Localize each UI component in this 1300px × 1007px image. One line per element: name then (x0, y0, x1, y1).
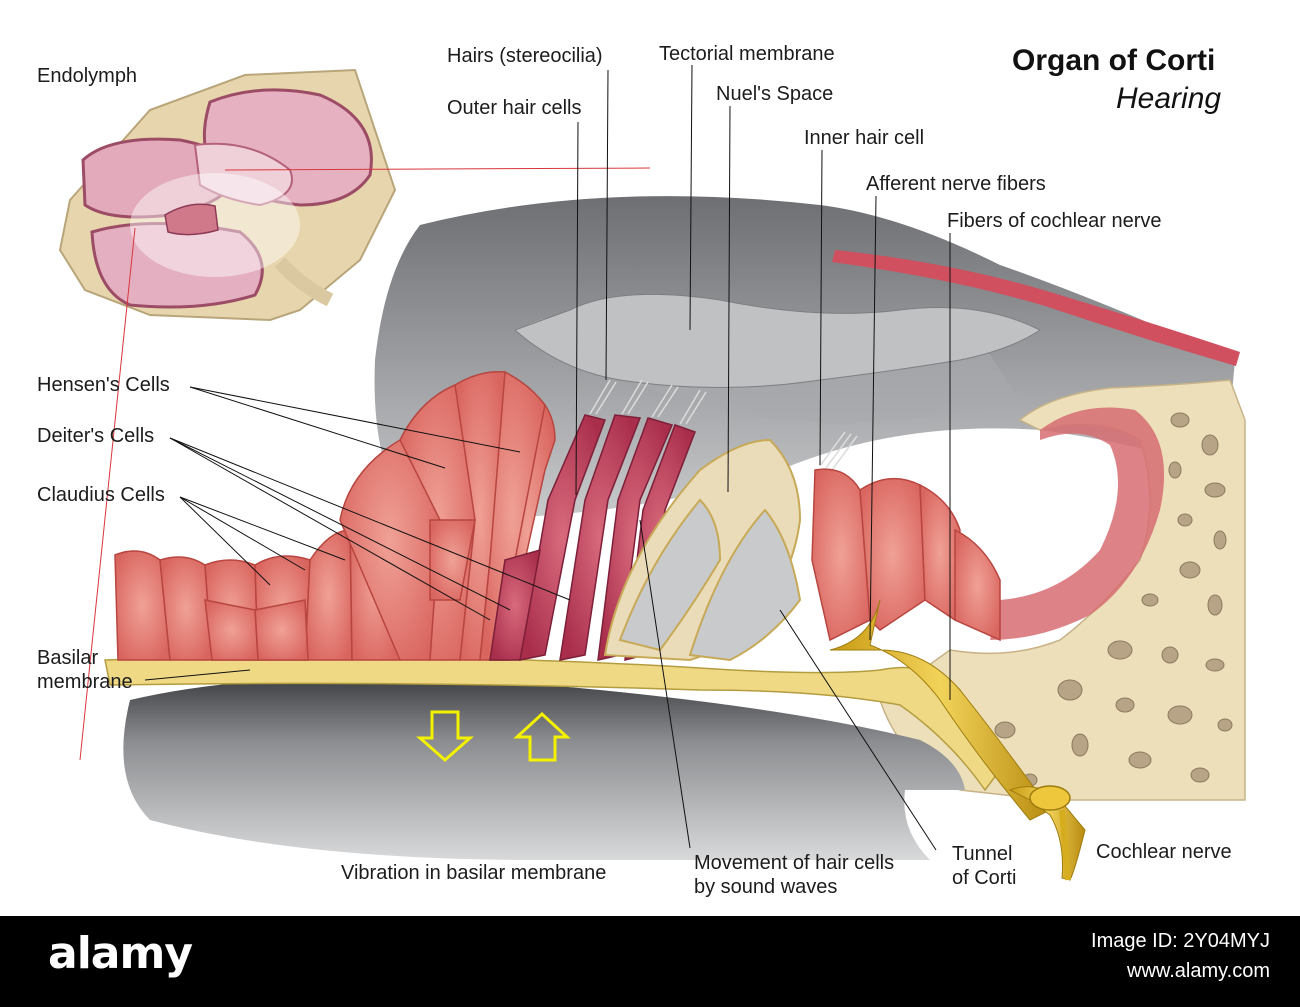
label-hensens-cells: Hensen's Cells (37, 374, 170, 396)
cochlea-inset (58, 68, 397, 322)
stock-url: www.alamy.com (1127, 960, 1270, 982)
label-afferent-nerve-fibers: Afferent nerve fibers (866, 173, 1046, 195)
stereocilia (589, 379, 858, 471)
inset-pointer-line (79, 227, 136, 761)
tectorial-membrane (514, 293, 1041, 388)
label-deiters-cells: Deiter's Cells (37, 425, 155, 447)
label-movement-line2: by sound waves (694, 876, 838, 898)
label-movement-line1: Movement of hair cells (694, 852, 895, 874)
label-claudius-cells: Claudius Cells (37, 484, 165, 506)
figure-subtitle: Hearing (1116, 82, 1222, 115)
scala-tympani (123, 677, 966, 860)
inner-hair-cell-region (811, 468, 1001, 642)
label-tunnel-line2: of Corti (952, 867, 1017, 889)
label-endolymph: Endolymph (37, 65, 138, 87)
hensens-cells (339, 370, 556, 661)
figure-title: Organ of Corti (1012, 44, 1216, 77)
inset-pointer-line (224, 167, 651, 171)
afferent-nerve-fibers (829, 599, 1051, 821)
leader-lines (144, 64, 951, 851)
label-inner-hair-cell: Inner hair cell (804, 127, 925, 149)
label-stereocilia: Hairs (stereocilia) (447, 45, 603, 67)
stock-image-id: Image ID: 2Y04MYJ (1091, 930, 1270, 952)
label-outer-hair-cells: Outer hair cells (447, 97, 582, 119)
label-nuels-space: Nuel's Space (716, 83, 834, 105)
vibration-arrow-down (416, 710, 474, 762)
label-basilar-membrane-line2: membrane (37, 671, 133, 693)
stock-footer-bar (0, 916, 1300, 1007)
stock-logo: alamy (48, 928, 193, 979)
cochlear-nerve-cut-end (1029, 785, 1071, 811)
label-cochlear-nerve: Cochlear nerve (1096, 841, 1232, 863)
reissners-membrane (832, 250, 1240, 366)
label-basilar-membrane-line1: Basilar (37, 647, 99, 669)
stock-info: Image ID: 2Y04MYJ www.alamy.com (1091, 928, 1270, 988)
vibration-arrow-up (513, 711, 571, 762)
bone-pores (994, 412, 1233, 787)
label-vibration: Vibration in basilar membrane (341, 862, 607, 884)
label-fibers-of-cochlear-nerve: Fibers of cochlear nerve (947, 210, 1162, 232)
label-tectorial-membrane: Tectorial membrane (659, 43, 835, 65)
label-tunnel-line1: Tunnel (952, 843, 1013, 865)
